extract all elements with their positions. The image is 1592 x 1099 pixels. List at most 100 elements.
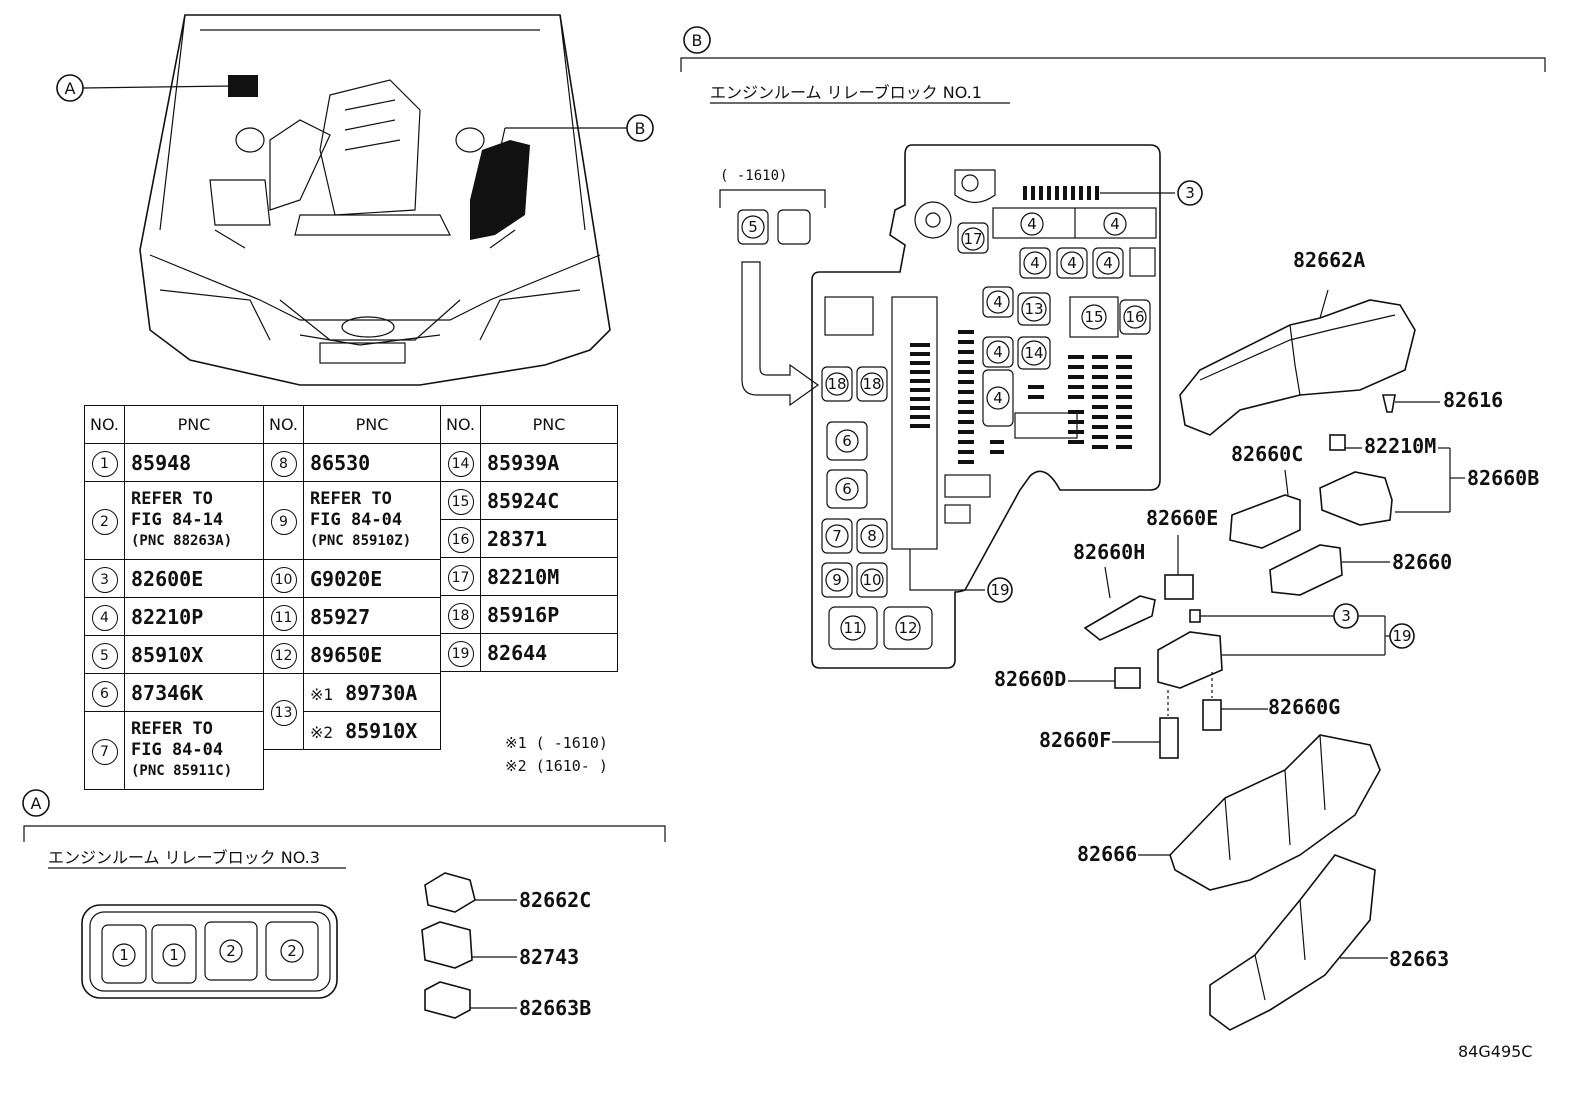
svg-text:4: 4 — [1110, 215, 1120, 233]
relay-slot-4c: 4 — [1019, 247, 1051, 279]
fuse-stripes — [1023, 186, 1099, 200]
svg-text:B: B — [692, 31, 703, 50]
relay-slot-14: 14 — [1017, 336, 1051, 370]
part-82660E: 82660E — [1146, 506, 1218, 530]
part-82660B: 82660B — [1467, 466, 1539, 490]
relay-slot-18a: 18 — [821, 366, 853, 402]
svg-text:18: 18 — [827, 375, 846, 393]
slot-a-4: 2 — [287, 942, 297, 960]
header-pnc: PNC — [124, 405, 264, 444]
relay-slot-4d: 4 — [1056, 247, 1088, 279]
relay-slot-6a: 6 — [826, 421, 868, 461]
svg-text:13: 13 — [1024, 300, 1043, 318]
relay-slot-9: 9 — [821, 562, 853, 598]
relay-slot-12: 12 — [883, 606, 933, 650]
svg-text:6: 6 — [842, 480, 852, 498]
svg-text:4: 4 — [993, 389, 1003, 407]
svg-text:6: 6 — [842, 432, 852, 450]
relay-slot-17: 17 — [957, 222, 989, 254]
svg-text:4: 4 — [1067, 254, 1077, 272]
svg-text:16: 16 — [1125, 308, 1144, 326]
relay-block-no3-layout: 1 1 2 2 — [81, 904, 338, 999]
callout-a-marker: A — [65, 79, 76, 98]
svg-text:A: A — [31, 794, 42, 813]
relay-slot-4a: 4 — [1020, 212, 1044, 236]
car-front-illustration: A B — [56, 14, 654, 386]
part-82616: 82616 — [1443, 388, 1503, 412]
relay-block-no1-location — [470, 140, 530, 240]
svg-text:5: 5 — [748, 218, 758, 236]
relay-slot-15: 15 — [1081, 304, 1107, 330]
relay-slot-11: 11 — [828, 606, 878, 650]
part-82666: 82666 — [1077, 842, 1137, 866]
svg-text:4: 4 — [993, 293, 1003, 311]
relay-slot-10: 10 — [856, 562, 888, 598]
note-2: ※2 (1610- ) — [505, 757, 608, 775]
relay-slot-4f: 4 — [982, 286, 1014, 318]
slot-a-2: 1 — [169, 946, 179, 964]
part-82660G: 82660G — [1268, 695, 1340, 719]
slot-a-1: 1 — [119, 946, 129, 964]
section-a-parts — [421, 872, 517, 1019]
svg-text:8: 8 — [867, 527, 877, 545]
svg-text:7: 7 — [832, 527, 842, 545]
part-82660D: 82660D — [994, 667, 1066, 691]
svg-text:11: 11 — [843, 619, 862, 637]
section-b-title: エンジンルーム リレーブロック NO.1 — [710, 83, 982, 102]
svg-text:18: 18 — [862, 375, 881, 393]
section-a-header: A エンジンルーム リレーブロック NO.3 — [22, 789, 666, 869]
slot-a-3: 2 — [226, 942, 236, 960]
svg-text:10: 10 — [862, 571, 881, 589]
svg-text:4: 4 — [1027, 215, 1037, 233]
diagram-code: 84G495C — [1458, 1042, 1532, 1061]
relay-slot-8: 8 — [856, 518, 888, 554]
relay-block-no1-layout: 4 4 17 4 4 4 4 13 15 16 4 14 4 18 18 6 6… — [719, 144, 1203, 669]
part-82660H: 82660H — [1073, 540, 1145, 564]
relay-slot-6b: 6 — [826, 469, 868, 509]
relay-slot-13: 13 — [1017, 292, 1051, 326]
section-b-header: B エンジンルーム リレーブロック NO.1 — [680, 26, 1546, 104]
relay-slot-4g: 4 — [982, 336, 1014, 368]
exploded-parts: 3 19 — [1068, 289, 1465, 1031]
part-82210M: 82210M — [1364, 434, 1436, 458]
relay-slot-7: 7 — [821, 518, 853, 554]
relay-block-no3-location — [228, 75, 258, 97]
svg-text:9: 9 — [832, 571, 842, 589]
note-1: ※1 ( -1610) — [505, 734, 608, 752]
header-no: NO. — [84, 405, 125, 444]
svg-text:15: 15 — [1084, 308, 1103, 326]
part-82662C: 82662C — [519, 888, 591, 912]
svg-text:3: 3 — [1341, 607, 1351, 625]
table-row: ※2 85910X — [264, 711, 441, 750]
relay-slot-18b: 18 — [856, 366, 888, 402]
table-row: 13 ※1 89730A — [263, 673, 441, 750]
relay-slot-4h: 4 — [982, 369, 1014, 427]
svg-text:17: 17 — [963, 230, 982, 248]
svg-text:4: 4 — [993, 343, 1003, 361]
svg-text:19: 19 — [1392, 627, 1411, 645]
part-82662A: 82662A — [1293, 248, 1365, 272]
relay-slot-4b: 4 — [1103, 212, 1127, 236]
part-82663B: 82663B — [519, 996, 591, 1020]
svg-text:12: 12 — [898, 619, 917, 637]
